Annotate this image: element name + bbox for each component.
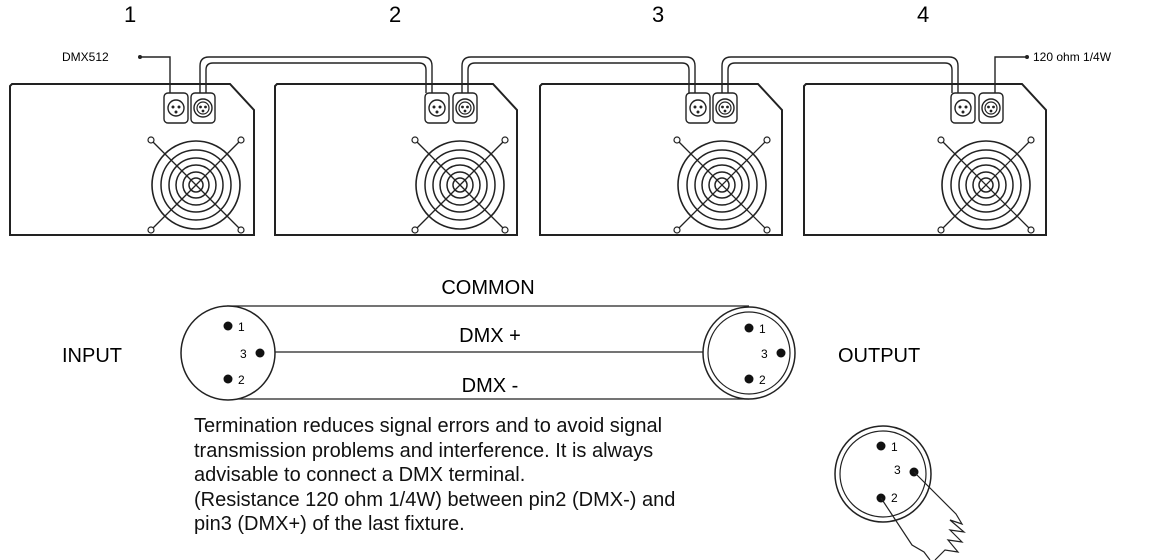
- dmx-input-lead: DMX512: [62, 50, 171, 93]
- fixture-4: [803, 83, 1047, 236]
- pin-dot: [255, 348, 265, 358]
- input-label: INPUT: [62, 345, 122, 367]
- daisy-chain-cables: [199, 56, 959, 93]
- output-pin-2: 2: [759, 373, 766, 387]
- terminator-pin-3: 3: [894, 463, 901, 477]
- output-label: OUTPUT: [838, 345, 920, 367]
- input-pin-1: 1: [238, 320, 245, 334]
- fixture-number-4: 4: [917, 2, 929, 27]
- fixture-number-3: 3: [652, 2, 664, 27]
- dmx512-label: DMX512: [62, 50, 109, 64]
- pin-dot: [744, 374, 754, 384]
- note-line: transmission problems and interference. …: [194, 439, 654, 462]
- fixture-2: [274, 83, 518, 236]
- terminator-lead: 120 ohm 1/4W: [994, 50, 1112, 93]
- xlr-male-icon: [978, 92, 1004, 124]
- xlr-male-icon: [190, 92, 216, 124]
- pin-dot: [744, 323, 754, 333]
- xlr-male-icon: [452, 92, 478, 124]
- terminator-pin-1: 1: [891, 440, 898, 454]
- input-pin-2: 2: [238, 373, 245, 387]
- resistor-icon: [880, 471, 966, 560]
- pin-dot: [776, 348, 786, 358]
- pin-dot: [223, 374, 233, 384]
- output-pin-3: 3: [761, 347, 768, 361]
- xlr-female-icon: [163, 92, 189, 124]
- fixture-3: [539, 83, 783, 236]
- output-pin-1: 1: [759, 322, 766, 336]
- input-pin-3: 3: [240, 347, 247, 361]
- note-line: advisable to connect a DMX terminal.: [194, 464, 526, 486]
- dmx-plus-label: DMX +: [459, 325, 521, 347]
- fixture-number-1: 1: [124, 2, 136, 27]
- terminator-connector: 1 3 2: [834, 425, 966, 560]
- note-line: pin3 (DMX+) of the last fixture.: [194, 513, 465, 535]
- pinout-diagram: 1 3 2 1 3 2 COMMON DMX + DMX - INPUT OUT…: [62, 277, 920, 401]
- note-line: Termination reduces signal errors and to…: [194, 415, 663, 437]
- fixture-1: [9, 83, 255, 236]
- note-line: (Resistance 120 ohm 1/4W) between pin2 (…: [194, 488, 676, 511]
- pin-dot: [223, 321, 233, 331]
- xlr-male-icon: [712, 92, 738, 124]
- xlr-female-icon: [950, 92, 976, 124]
- xlr-female-icon: [424, 92, 450, 124]
- xlr-female-icon: [685, 92, 711, 124]
- terminator-label: 120 ohm 1/4W: [1033, 50, 1112, 64]
- input-connector: 1 3 2: [180, 305, 276, 401]
- dmx-minus-label: DMX -: [462, 375, 519, 397]
- output-connector: 1 3 2: [702, 306, 796, 400]
- termination-note: Termination reduces signal errors and to…: [194, 414, 854, 537]
- terminator-pin-2: 2: [891, 491, 898, 505]
- common-label: COMMON: [441, 277, 534, 299]
- fixture-number-2: 2: [389, 2, 401, 27]
- pin-dot: [876, 441, 886, 451]
